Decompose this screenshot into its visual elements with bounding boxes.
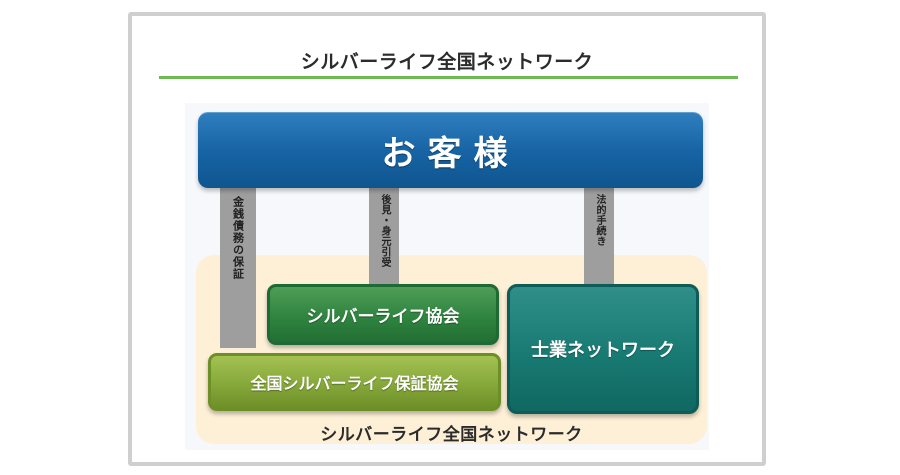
silver-life-association-box: シルバーライフ協会 xyxy=(267,284,499,345)
customer-box: お客様 xyxy=(198,112,703,188)
connector-money-label: 金銭債務の保証 xyxy=(231,196,245,280)
connector-guardianship-label: 後見・身元引受 xyxy=(379,194,390,268)
connector-money-guarantee: 金銭債務の保証 xyxy=(220,188,256,348)
connector-legal-procedures: 法的手続き xyxy=(584,188,614,288)
professional-network-box: 士業ネットワーク xyxy=(507,284,699,414)
content-frame: シルバーライフ全国ネットワーク 金銭債務の保証 後見・身元引受 法的手続き お客… xyxy=(128,12,766,466)
title-divider xyxy=(159,76,738,79)
connector-guardianship: 後見・身元引受 xyxy=(369,188,399,288)
guarantee-association-box: 全国シルバーライフ保証協会 xyxy=(208,353,501,411)
network-label: シルバーライフ全国ネットワーク xyxy=(320,425,583,445)
network-diagram: 金銭債務の保証 後見・身元引受 法的手続き お客様 シルバーライフ協会 全国シル… xyxy=(185,103,709,450)
connector-legal-label: 法的手続き xyxy=(594,194,605,247)
page-title: シルバーライフ全国ネットワーク xyxy=(300,51,594,73)
